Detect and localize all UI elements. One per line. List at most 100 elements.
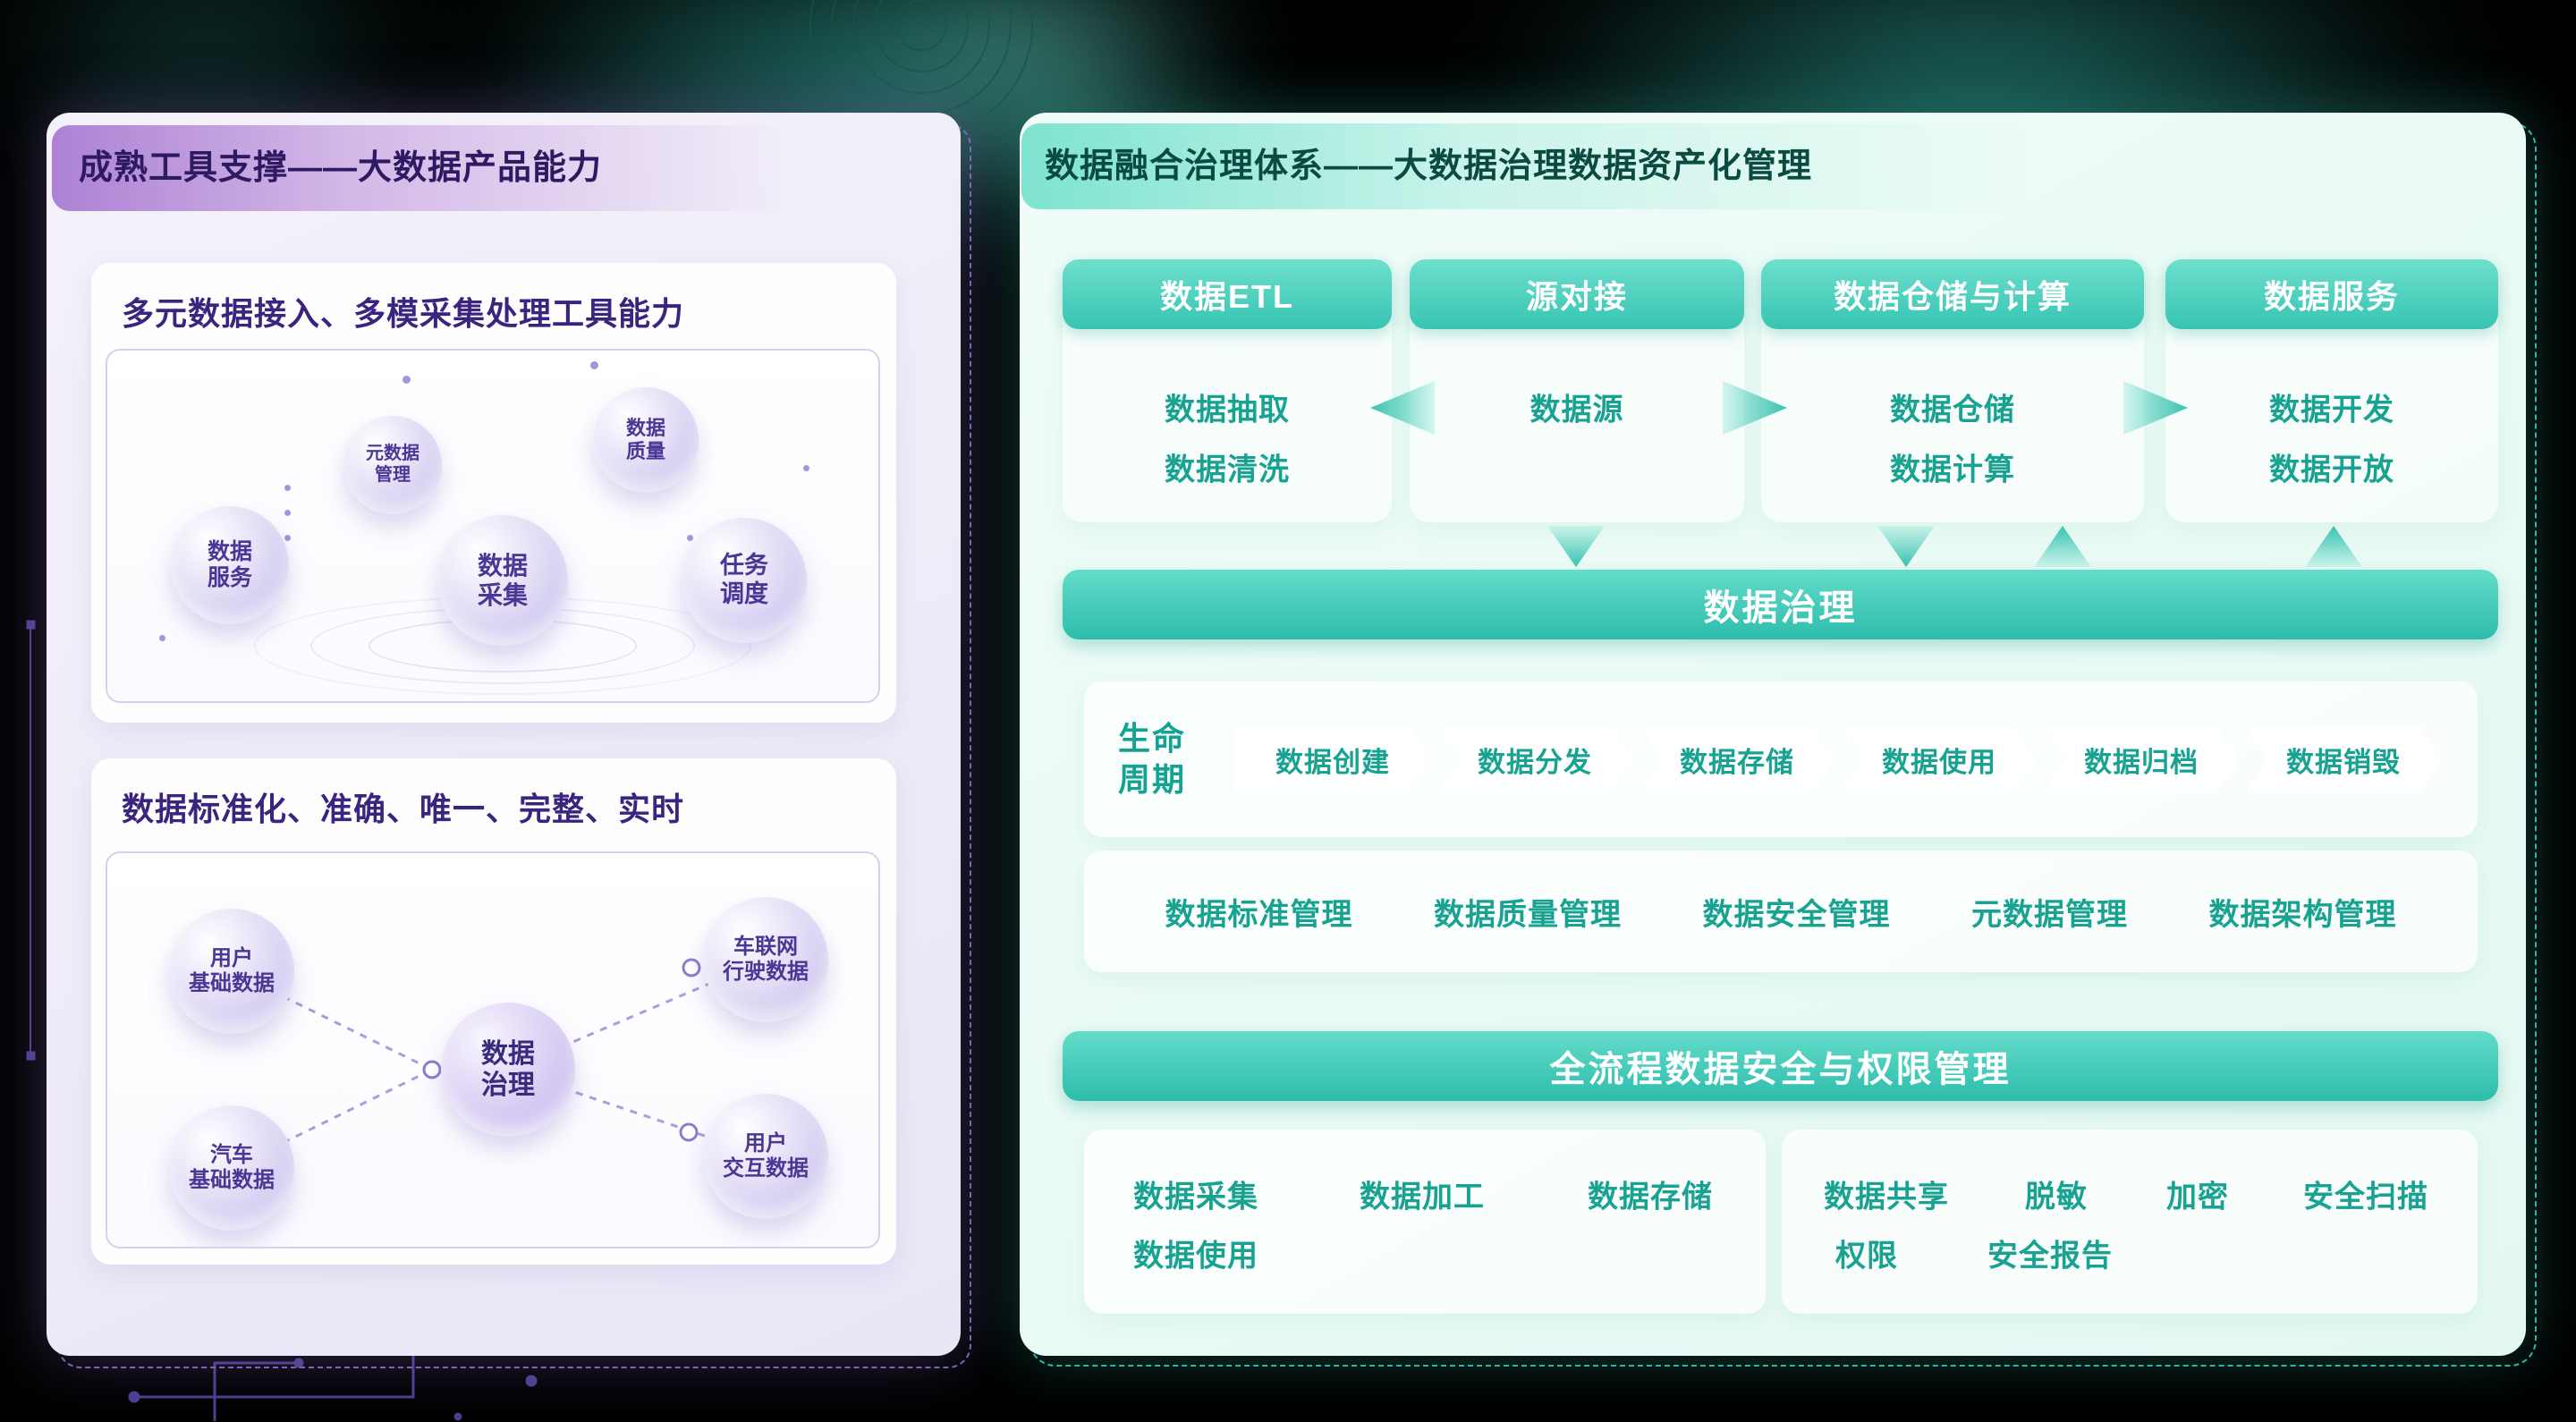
bubble-label: 调度 [720,580,768,607]
lifecycle-strip: 数据创建 数据分发 数据存储 数据使用 数据归档 数据销毁 [1234,725,2447,793]
bubble-user-base-data: 用户 基础数据 [169,909,294,1034]
standards-section-card: 数据标准化、准确、唯一、完整、实时 用户 基础数据 [91,758,896,1265]
management-item: 元数据管理 [1971,897,2128,932]
tools-section-card: 多元数据接入、多模采集处理工具能力 元数据 管理 数据 质量 数据 [91,263,896,723]
security-item: 安全报告 [1987,1239,2113,1274]
column-header: 数据仓储与计算 [1761,259,2144,329]
bubble-label: 用户 [210,945,253,970]
bubble-car-base-data: 汽车 基础数据 [169,1105,294,1231]
bubble-task-scheduling: 任务 调度 [682,518,807,643]
bubble-data-service: 数据 服务 [171,506,289,624]
dot-decoration [687,535,693,541]
security-item: 脱敏 [2025,1180,2088,1215]
security-item: 加密 [2166,1180,2229,1215]
management-item: 数据安全管理 [1702,897,1891,932]
security-item: 安全扫描 [2303,1180,2428,1215]
bubble-label: 任务 [720,552,768,580]
column-item: 数据开放 [2269,453,2394,487]
arrow-down-icon [1547,526,1605,567]
bubble-data-collection: 数据 采集 [437,515,568,646]
bubble-label: 数据 [207,538,252,564]
bubble-label: 采集 [477,581,528,609]
column-header: 数据ETL [1063,259,1392,329]
standards-section-title: 数据标准化、准确、唯一、完整、实时 [122,791,685,827]
column-item: 数据抽取 [1165,393,1290,427]
arrow-down-icon [1877,526,1935,567]
bubble-metadata-management: 元数据 管理 [343,416,442,514]
column-item: 数据源 [1530,393,1624,427]
column-header: 数据服务 [2165,259,2498,329]
security-item: 数据使用 [1133,1239,1258,1274]
arrow-up-icon [2034,526,2091,567]
column-data-service: 数据服务 数据开发 数据开放 [2165,259,2498,522]
bubble-label: 治理 [481,1071,535,1100]
bubble-label: 汽车 [210,1142,253,1167]
security-right-card: 数据共享 脱敏 加密 安全扫描 权限 安全报告 [1782,1130,2478,1314]
lifecycle-stage: 数据使用 [1841,725,2038,793]
left-panel: 成熟工具支撑——大数据产品能力 多元数据接入、多模采集处理工具能力 元数据 管理… [47,113,961,1356]
bubble-label: 基础数据 [189,971,275,995]
column-item: 数据仓储 [1890,393,2015,427]
security-management-bar: 全流程数据安全与权限管理 [1063,1031,2498,1101]
governance-diagram-box: 用户 基础数据 车联网 行驶数据 汽车 基础数据 用户 交互数据 数据 治理 [106,851,880,1248]
bubble-vehicle-network-driving-data: 车联网 行驶数据 [703,897,828,1022]
dot-decoration [284,510,291,516]
data-governance-bar: 数据治理 [1063,570,2498,639]
dot-decoration [402,376,411,384]
column-item: 数据开发 [2269,393,2394,427]
bubble-label: 管理 [375,465,411,485]
right-panel: 数据融合治理体系——大数据治理数据资产化管理 数据ETL 数据抽取 数据清洗 源… [1020,113,2526,1356]
management-item: 数据质量管理 [1434,897,1622,932]
bubble-label: 基础数据 [189,1168,275,1192]
dot-decoration [590,361,598,369]
management-item: 数据架构管理 [2208,897,2397,932]
security-item: 数据共享 [1824,1180,1949,1215]
bubble-data-quality: 数据 质量 [593,387,699,493]
security-item: 数据采集 [1133,1180,1258,1215]
column-warehouse-computing: 数据仓储与计算 数据仓储 数据计算 [1761,259,2144,522]
bubble-label: 数据 [625,417,665,440]
lifecycle-stage: 数据存储 [1639,725,1835,793]
dot-decoration [284,485,291,491]
lifecycle-label-line: 周期 [1118,761,1187,798]
bubble-label: 质量 [625,440,665,462]
bubble-label: 行驶数据 [723,960,809,984]
lifecycle-stage: 数据销毁 [2245,725,2442,793]
dot-decoration [159,635,165,641]
concentric-rings-decoration [809,0,1033,116]
bubble-data-governance-center: 数据 治理 [441,1003,575,1137]
lifecycle-card: 生命 周期 数据创建 数据分发 数据存储 数据使用 数据归档 数据销毁 [1084,681,2478,837]
column-header: 源对接 [1410,259,1744,329]
dot-decoration [803,465,809,471]
bubble-label: 数据 [477,551,528,580]
management-item: 数据标准管理 [1165,897,1353,932]
bubble-label: 服务 [207,565,252,590]
security-left-card: 数据采集 数据加工 数据存储 数据使用 [1084,1130,1766,1314]
tools-diagram-box: 元数据 管理 数据 质量 数据 服务 数据 采集 任务 调度 [106,349,880,703]
bubble-label: 交互数据 [723,1156,809,1181]
column-data-etl: 数据ETL 数据抽取 数据清洗 [1063,259,1392,522]
tools-section-title: 多元数据接入、多模采集处理工具能力 [122,295,685,332]
security-item: 数据加工 [1360,1180,1485,1215]
column-source-connection: 源对接 数据源 [1410,259,1744,522]
management-card: 数据标准管理 数据质量管理 数据安全管理 元数据管理 数据架构管理 [1084,851,2478,972]
bubble-user-interaction-data: 用户 交互数据 [703,1094,828,1219]
arrow-up-icon [2305,526,2362,567]
bubble-label: 元数据 [366,444,419,464]
bubble-label: 数据 [481,1038,535,1069]
lifecycle-label-line: 生命 [1118,720,1187,757]
lifecycle-stage: 数据归档 [2043,725,2240,793]
column-item: 数据计算 [1890,453,2015,487]
security-item: 数据存储 [1588,1180,1713,1215]
column-item: 数据清洗 [1165,453,1290,487]
lifecycle-stage: 数据分发 [1436,725,1633,793]
security-item: 权限 [1835,1239,1898,1274]
dot-decoration [284,535,291,541]
lifecycle-label: 生命 周期 [1118,718,1186,800]
bubble-label: 用户 [744,1130,787,1155]
bubble-label: 车联网 [733,934,798,959]
right-panel-title-badge: 数据融合治理体系——大数据治理数据资产化管理 [1021,123,2025,209]
right-panel-title: 数据融合治理体系——大数据治理数据资产化管理 [1045,148,1813,185]
lifecycle-stage: 数据创建 [1234,725,1431,793]
left-panel-title-badge: 成熟工具支撑——大数据产品能力 [52,125,792,211]
